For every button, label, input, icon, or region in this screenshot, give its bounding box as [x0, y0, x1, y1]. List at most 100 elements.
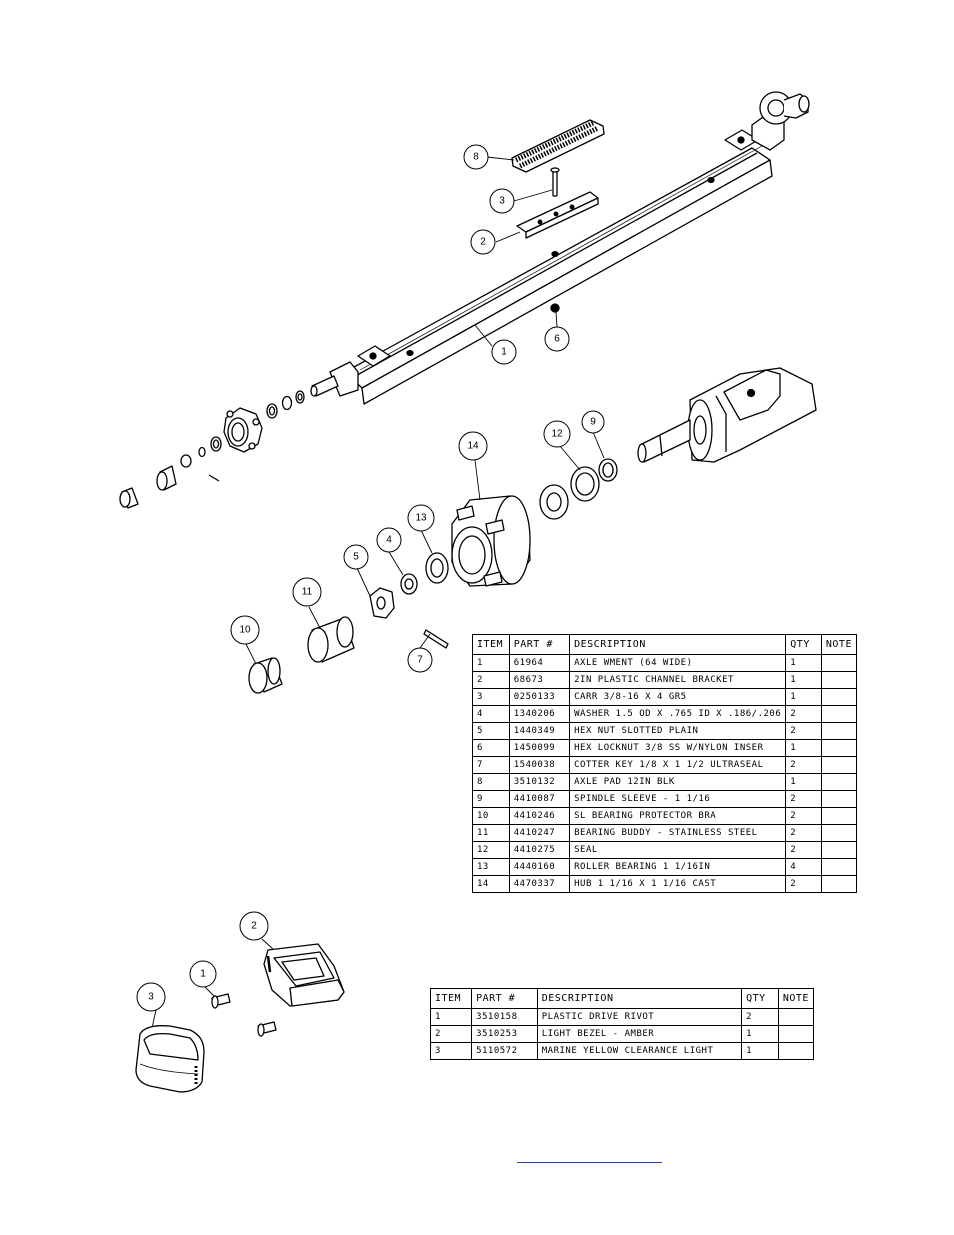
cell-qty: 1 [785, 739, 822, 757]
cell-note [820, 722, 858, 740]
cell-qty: 4 [785, 858, 822, 876]
balloon-light-3: 3 [148, 992, 154, 1003]
cell-part: 4470337 [508, 875, 571, 893]
carriage-bolt [550, 167, 560, 197]
balloon-2: 2 [480, 237, 486, 248]
cell-item: 13 [472, 858, 510, 876]
cell-qty: 2 [785, 790, 822, 808]
cell-part: 1540038 [508, 756, 571, 774]
balloon-3: 3 [499, 196, 505, 207]
cell-qty: 1 [741, 1025, 779, 1043]
cell-qty: 1 [785, 654, 822, 672]
header-description: DESCRIPTION [569, 634, 787, 655]
cell-item: 11 [472, 824, 510, 842]
cell-note [820, 705, 858, 723]
header-part: PART # [471, 988, 538, 1009]
cell-qty: 2 [785, 824, 822, 842]
cell-item: 14 [472, 875, 510, 893]
cell-description: CARR 3/8-16 X 4 GR5 [569, 688, 787, 706]
balloon-light-2: 2 [251, 921, 257, 932]
cell-qty: 2 [785, 705, 822, 723]
bearing-washer-nut [369, 552, 449, 619]
small-hub-assembly [119, 390, 305, 509]
cell-item: 2 [472, 671, 510, 689]
cell-part: 0250133 [508, 688, 571, 706]
cell-qty: 1 [741, 1042, 779, 1060]
cell-part: 4410275 [508, 841, 571, 859]
cell-description: BEARING BUDDY - STAINLESS STEEL [569, 824, 787, 842]
cell-item: 6 [472, 739, 510, 757]
cell-description: HUB 1 1/16 X 1 1/16 CAST [569, 875, 787, 893]
cell-item: 7 [472, 756, 510, 774]
balloon-11: 11 [302, 587, 313, 598]
balloon-7: 7 [417, 655, 423, 666]
cell-part: 4410246 [508, 807, 571, 825]
cell-qty: 2 [785, 807, 822, 825]
cell-note [820, 739, 858, 757]
balloon-1: 1 [501, 347, 507, 358]
cell-note [820, 654, 858, 672]
cell-qty: 2 [785, 756, 822, 774]
cell-item: 2 [429, 1025, 473, 1043]
cell-description: HEX NUT SLOTTED PLAIN [569, 722, 787, 740]
cell-item: 3 [429, 1042, 473, 1060]
cell-description: LIGHT BEZEL - AMBER [536, 1025, 743, 1043]
balloon-14: 14 [467, 441, 479, 452]
cell-qty: 1 [785, 773, 822, 791]
cell-note [820, 688, 858, 706]
cell-note [777, 1042, 815, 1060]
bearing-buddy [248, 616, 355, 694]
balloon-light-1: 1 [200, 969, 206, 980]
balloon-8: 8 [473, 152, 479, 163]
header-description: DESCRIPTION [536, 988, 743, 1009]
cell-description: SL BEARING PROTECTOR BRA [569, 807, 787, 825]
balloon-5: 5 [353, 552, 359, 563]
cotter-key [423, 629, 449, 649]
light-bezel [263, 943, 345, 1007]
cell-description: HEX LOCKNUT 3/8 SS W/NYLON INSER [569, 739, 787, 757]
cell-qty: 2 [785, 722, 822, 740]
cell-description: SEAL [569, 841, 787, 859]
cell-part: 61964 [508, 654, 571, 672]
cell-note [820, 671, 858, 689]
cell-qty: 1 [785, 671, 822, 689]
cell-qty: 2 [785, 875, 822, 893]
cell-description: AXLE PAD 12IN BLK [569, 773, 787, 791]
hub [451, 495, 531, 587]
balloon-6: 6 [554, 334, 560, 345]
cell-part: 5110572 [471, 1042, 538, 1060]
header-qty: QTY [785, 634, 822, 655]
cell-note [820, 807, 858, 825]
cell-description: 2IN PLASTIC CHANNEL BRACKET [569, 671, 787, 689]
cell-part: 1340206 [508, 705, 571, 723]
cell-item: 9 [472, 790, 510, 808]
balloon-12: 12 [551, 429, 563, 440]
seal-and-sleeve [539, 458, 618, 520]
header-item: ITEM [472, 634, 510, 655]
balloon-9: 9 [590, 417, 596, 428]
cell-description: WASHER 1.5 OD X .765 ID X .186/.206 [569, 705, 787, 723]
cell-note [820, 858, 858, 876]
cell-note [777, 1008, 815, 1026]
cell-description: SPINDLE SLEEVE - 1 1/16 [569, 790, 787, 808]
table-header-row: ITEM PART # DESCRIPTION QTY NOTE [472, 634, 858, 655]
cell-description: PLASTIC DRIVE RIVOT [536, 1008, 743, 1026]
table-header-row: ITEM PART # DESCRIPTION QTY NOTE [429, 988, 815, 1009]
cell-item: 5 [472, 722, 510, 740]
footer-link[interactable] [517, 1150, 662, 1163]
cell-part: 4440160 [508, 858, 571, 876]
